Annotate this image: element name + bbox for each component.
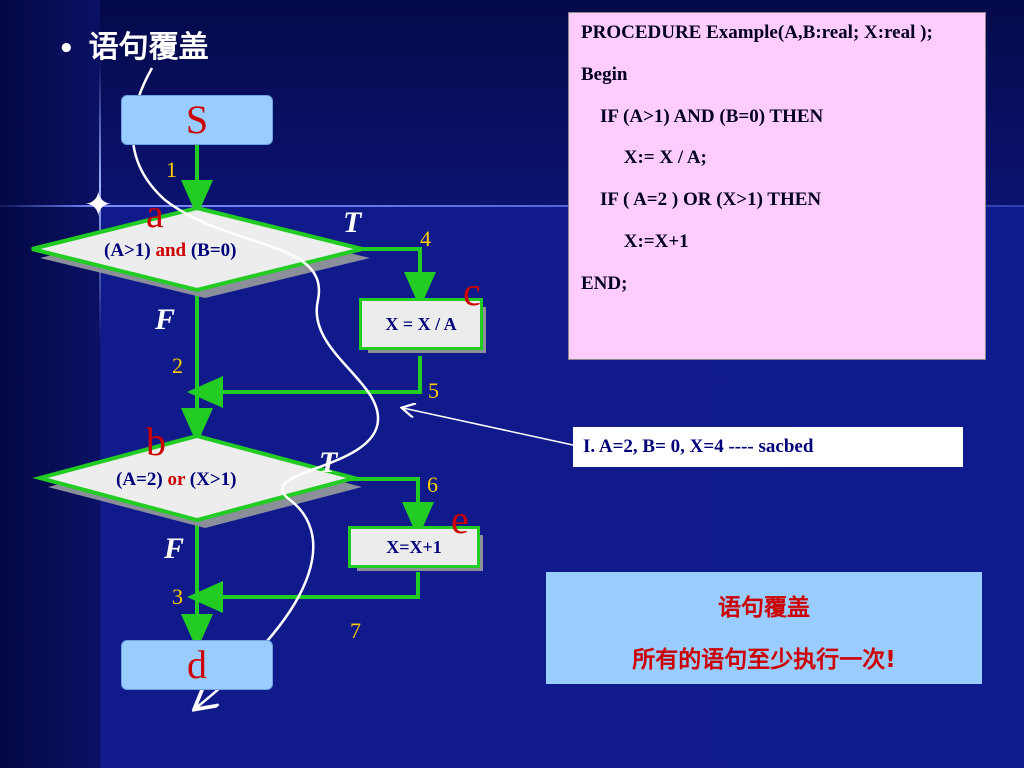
condition-2-left: (A=2): [116, 469, 168, 490]
coverage-note-box: 语句覆盖 所有的语句至少执行一次!: [546, 572, 982, 684]
test-case-text: I. A=2, B= 0, X=4 ---- sacbed: [583, 436, 814, 457]
background-vertical-line: [99, 60, 101, 340]
slide-title: • 语句覆盖: [58, 22, 209, 66]
end-label: d: [187, 642, 207, 687]
edge-number-1: 1: [166, 157, 177, 182]
process-box-1: X = X / A: [359, 298, 486, 353]
edge-7: [187, 572, 420, 613]
condition-2-keyword: or: [167, 469, 186, 490]
process-box-2: X=X+1: [348, 526, 483, 571]
code-line-1: PROCEDURE Example(A,B:real; X:real );: [581, 22, 933, 43]
code-line-6: X:=X+1: [581, 230, 689, 252]
branch-false-2: F: [164, 532, 185, 565]
process-1-text: X = X / A: [385, 314, 457, 334]
process-2-text: X=X+1: [386, 537, 442, 557]
edge-number-2: 2: [172, 353, 183, 378]
node-label-c: c: [463, 269, 481, 314]
condition-1-left: (A>1): [104, 240, 156, 261]
end-node: d: [121, 640, 273, 690]
condition-2-right: (X>1): [185, 469, 237, 490]
decision-diamond-2: [32, 433, 362, 528]
branch-true-2: T: [319, 446, 338, 479]
code-line-4: X:= X / A;: [581, 147, 707, 169]
code-line-2: Begin: [581, 63, 628, 85]
execution-path-curve: [131, 67, 380, 708]
pointer-arrow: [403, 408, 574, 446]
edge-5: [187, 356, 422, 408]
test-case-box: I. A=2, B= 0, X=4 ---- sacbed: [573, 427, 963, 467]
start-node: S: [121, 95, 273, 145]
node-label-b: b: [146, 419, 166, 464]
edge-number-3: 3: [172, 584, 183, 609]
condition-1-text: (A>1) and (B=0): [104, 240, 237, 262]
code-line-3: IF (A>1) AND (B=0) THEN: [581, 105, 824, 127]
background-left-band: [0, 0, 100, 768]
condition-2-text: (A=2) or (X>1): [116, 469, 237, 491]
edge-number-7: 7: [350, 618, 361, 643]
decision-diamond-1: [31, 205, 370, 298]
edge-number-6: 6: [427, 472, 438, 497]
note-title: 语句覆盖: [718, 595, 810, 621]
bullet-icon: •: [58, 34, 75, 64]
condition-1-right: (B=0): [186, 240, 237, 261]
node-label-a: a: [146, 191, 164, 236]
code-listing: PROCEDURE Example(A,B:real; X:real ); Be…: [568, 12, 986, 360]
code-line-5: IF ( A=2 ) OR (X>1) THEN: [581, 189, 822, 210]
background-horizontal-line: [0, 205, 1024, 207]
branch-true-1: T: [343, 206, 362, 239]
node-label-e: e: [451, 497, 469, 542]
slide-title-text: 语句覆盖: [88, 30, 209, 65]
edge-number-5: 5: [428, 378, 439, 403]
sparkle-icon: ✦: [84, 185, 113, 225]
start-label: S: [185, 97, 209, 142]
code-line-7: END;: [581, 272, 628, 294]
note-body: 所有的语句至少执行一次!: [632, 647, 896, 673]
branch-false-1: F: [155, 303, 176, 336]
condition-1-keyword: and: [155, 240, 187, 261]
edge-number-4: 4: [420, 226, 431, 251]
